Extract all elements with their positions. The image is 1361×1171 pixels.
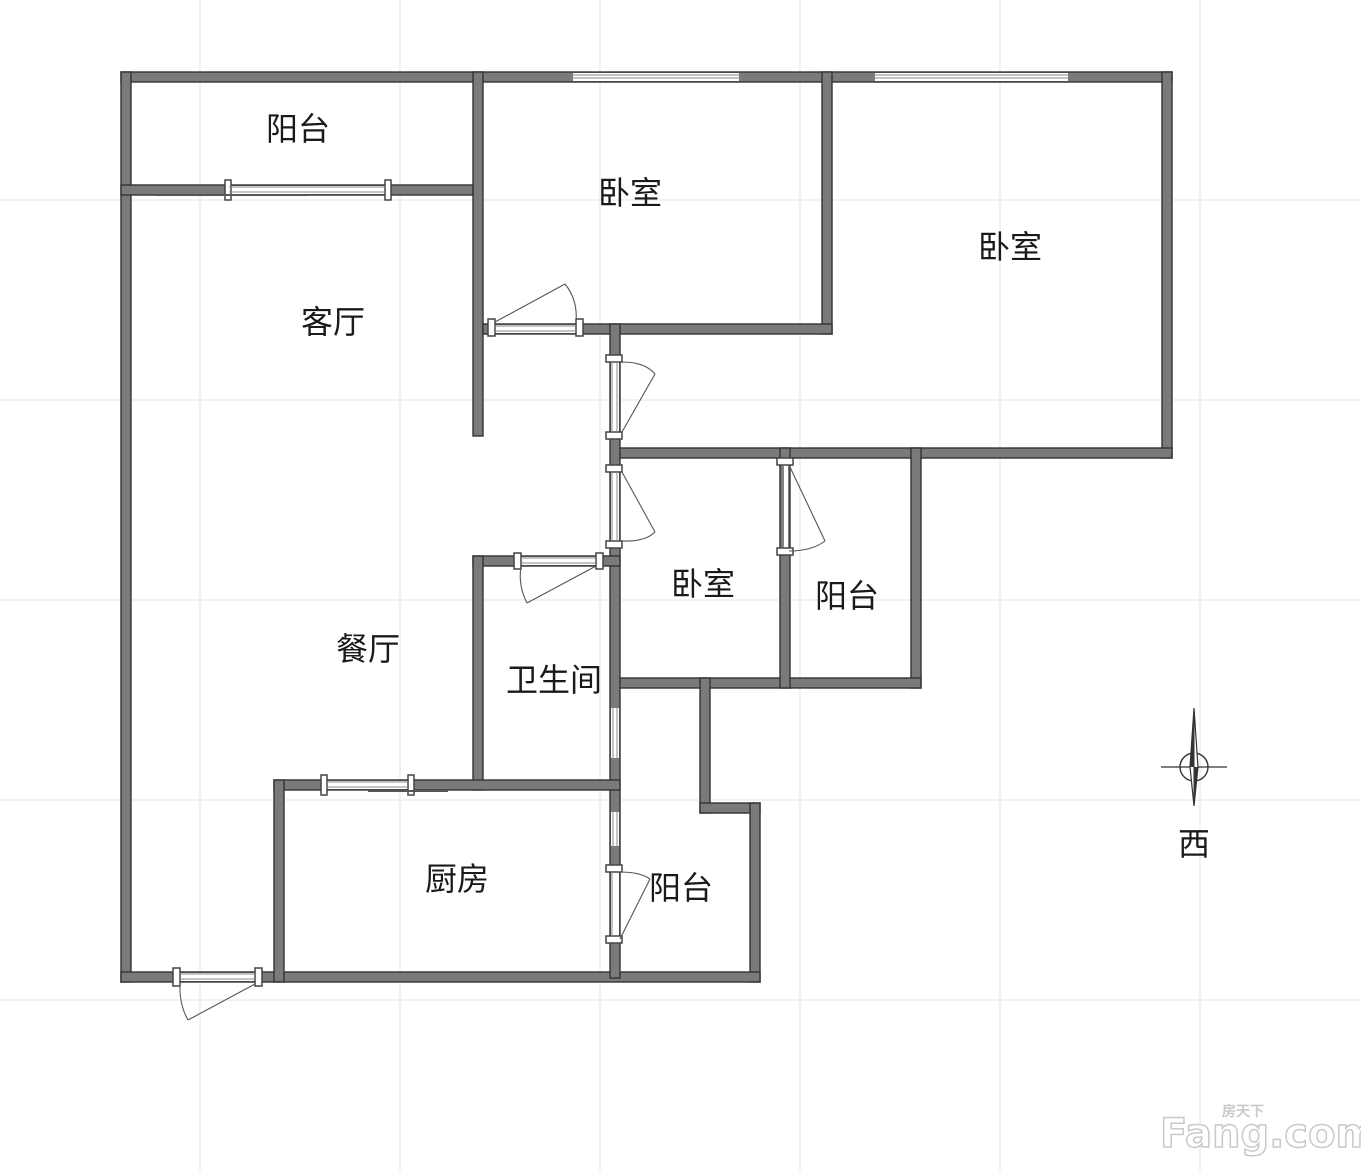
room-label-dining-room: 餐厅 [336,630,400,668]
window-kitchen [612,812,618,846]
door-bedroom-large [605,354,656,440]
watermark-brand: Fang.com [1160,1111,1361,1157]
room-label-bedroom-small: 卧室 [671,565,735,603]
door-balcony-south [605,864,651,944]
door-bathroom [513,552,604,604]
sliding-door-balcony-north [155,179,392,201]
room-label-kitchen: 厨房 [425,860,489,898]
room-label-balcony-east: 阳台 [815,577,879,615]
fang-logo: 房天下 Fang.com [1159,1103,1361,1158]
room-label-bathroom: 卫生间 [506,661,602,699]
room-label-bedroom-large: 卧室 [978,228,1042,266]
room-label-living-room: 客厅 [301,303,365,341]
window-bedroom-large [875,74,1068,79]
door-balcony-east [776,457,826,556]
room-label-balcony-south: 阳台 [649,869,713,907]
door-bedroom-middle [487,283,584,337]
watermark-tagline: 房天下 [1222,1103,1264,1120]
door-entrance [172,967,263,1021]
door-bedroom-small [605,464,656,549]
window-bedroom-middle [573,74,739,79]
compass-direction-label: 西 [1178,825,1210,863]
window-bathroom [612,708,618,758]
room-label-bedroom-middle: 卧室 [598,174,662,212]
openings [177,73,1068,981]
sliding-door-kitchen [320,774,448,796]
compass-arrow-icon [1161,707,1227,807]
room-label-balcony-north: 阳台 [266,110,330,148]
